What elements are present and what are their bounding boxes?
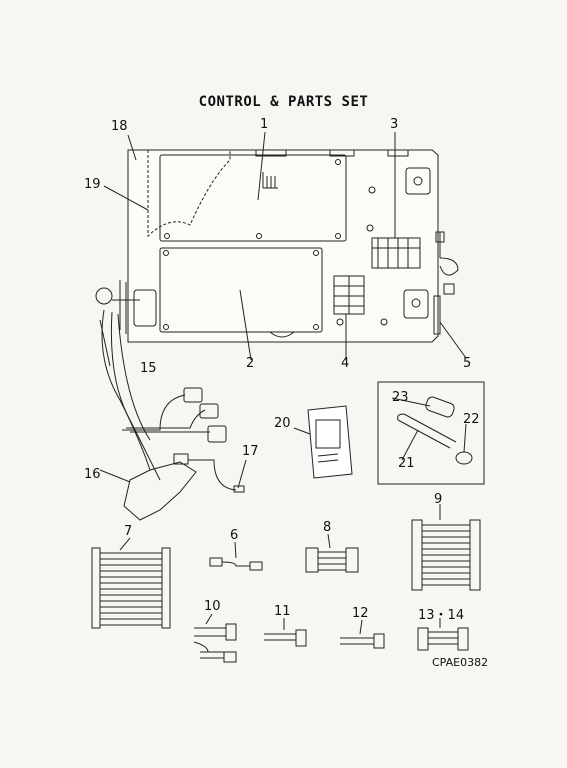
part-label-19: 19 xyxy=(84,177,101,192)
part-label-7: 7 xyxy=(124,524,133,539)
part-label-21: 21 xyxy=(398,456,415,471)
part-label-8: 8 xyxy=(323,520,332,535)
part-label-16: 16 xyxy=(84,467,101,482)
part-label-18: 18 xyxy=(111,119,128,134)
diagram-code: CPAE0382 xyxy=(432,656,489,669)
part-label-15: 15 xyxy=(140,361,157,376)
diagram-title: CONTROL & PARTS SET xyxy=(198,94,369,110)
part-label-13-14: 13・14 xyxy=(418,608,465,623)
part-label-22: 22 xyxy=(463,412,480,427)
part-label-11: 11 xyxy=(274,604,291,619)
part-label-3: 3 xyxy=(390,117,399,132)
part-label-4: 4 xyxy=(341,356,350,371)
part-label-2: 2 xyxy=(246,356,255,371)
part-label-10: 10 xyxy=(204,599,221,614)
part-label-6: 6 xyxy=(230,528,239,543)
part-label-20: 20 xyxy=(274,416,291,431)
part-label-1: 1 xyxy=(260,117,269,132)
part-label-23: 23 xyxy=(392,390,409,405)
part-label-9: 9 xyxy=(434,492,443,507)
part-label-17: 17 xyxy=(242,444,259,459)
part-label-5: 5 xyxy=(463,356,472,371)
part-label-12: 12 xyxy=(352,606,369,621)
